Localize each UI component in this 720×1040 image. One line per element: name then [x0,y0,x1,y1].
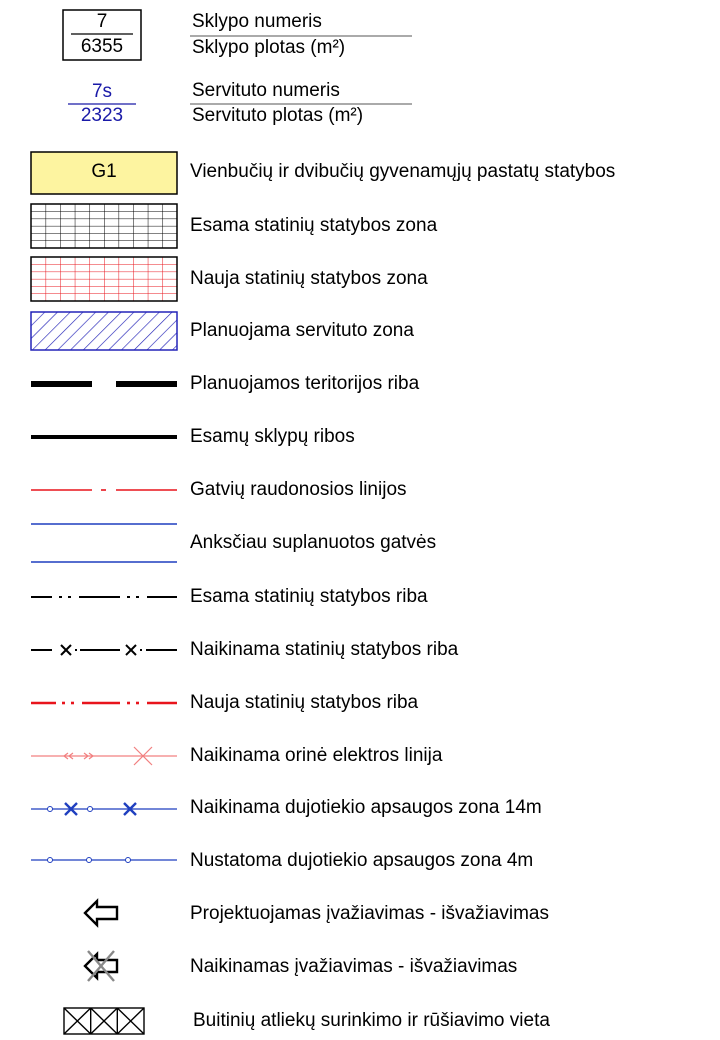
legend-label-projected-entrance: Projektuojamas įvažiavimas - išvažiavima… [190,903,549,924]
planned-street-lines [31,523,177,563]
servitude-area: 2323 [80,105,124,126]
legend-label-gas-zone-4m: Nustatoma dujotiekio apsaugos zona 4m [190,850,534,871]
servitude-area-label: Servituto plotas (m²) [192,105,364,126]
legend-label-territory-boundary: Planuojamos teritorijos riba [190,373,420,394]
zone-code: G1 [91,161,117,182]
legend-label-new-boundary: Nauja statinių statybos riba [190,692,419,713]
legend-label-existing-boundary: Esama statinių statybos riba [190,586,428,607]
plot-number-label: Sklypo numeris [192,11,322,32]
legend-label-new-zone: Nauja statinių statybos zona [190,268,428,289]
residential-zone-swatch [30,151,178,195]
removed-power-line [31,746,177,766]
legend-label-residential-zone: Vienbučių ir dvibučių gyvenamųjų pastatų… [190,161,616,182]
legend-label-street-red-lines: Gatvių raudonosios linijos [190,479,407,500]
legend-label-power-line: Naikinama orinė elektros linija [190,745,443,766]
servitude-number-label: Servituto numeris [192,80,340,101]
existing-construction-zone-swatch [30,203,178,249]
legend-label-servitude-zone: Planuojama servituto zona [190,320,414,341]
legend-label-waste-site: Buitinių atliekų surinkimo ir rūšiavimo … [193,1010,550,1031]
plot-number-box [62,9,142,61]
legend-label-planned-streets: Anksčiau suplanuotos gatvės [190,532,437,553]
servitude-number: 7s [91,81,113,102]
plot-number: 7 [96,11,108,32]
waste-collection-icon [63,1007,145,1035]
plot-area: 6355 [80,36,124,57]
new-construction-zone-swatch [30,256,178,302]
legend-label-plot-boundaries: Esamų sklypų ribos [190,426,355,447]
plot-area-label: Sklypo plotas (m²) [192,37,346,58]
removed-construction-boundary-line [31,644,177,656]
entrance-arrow-icon [83,898,119,928]
removed-gas-zone-line [31,802,177,816]
legend-label-removed-boundary: Naikinama statinių statybos riba [190,639,459,660]
removed-entrance-icon [83,950,119,982]
servitude-zone-swatch [30,311,178,351]
legend-label-existing-zone: Esama statinių statybos zona [190,215,438,236]
legend-label-removed-entrance: Naikinamas įvažiavimas - išvažiavimas [190,956,518,977]
new-gas-zone-line [31,857,177,863]
legend-label-gas-zone-14m: Naikinama dujotiekio apsaugos zona 14m [190,797,542,818]
